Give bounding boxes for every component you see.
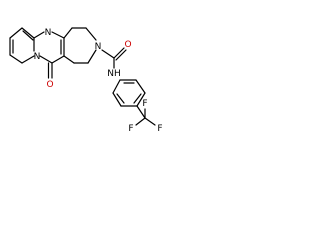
atom-label-n-bridgehead: N	[34, 52, 41, 62]
atom-label-n-amide-ring: N	[95, 42, 102, 52]
atom-label-f-right: F	[157, 124, 162, 134]
atom-label-o-amide-carbonyl: O	[124, 40, 131, 50]
phenyl-ring	[112, 79, 146, 107]
pyrimidinone-ring	[33, 31, 65, 79]
atom-label-n-pyrimidine: N	[45, 28, 52, 38]
trifluoromethyl-group	[135, 105, 156, 126]
atom-label-f-top: F	[142, 99, 147, 109]
chemical-structure-diagram: N N N O O NH F F F	[9, 27, 163, 134]
tetrahydro-ring	[63, 27, 97, 64]
carboxamide-group	[101, 47, 127, 69]
atom-label-f-left: F	[128, 124, 133, 134]
atom-label-nh-amide: NH	[107, 69, 121, 79]
atom-label-o-ring-carbonyl: O	[46, 80, 53, 90]
pyridine-ring	[9, 27, 35, 64]
